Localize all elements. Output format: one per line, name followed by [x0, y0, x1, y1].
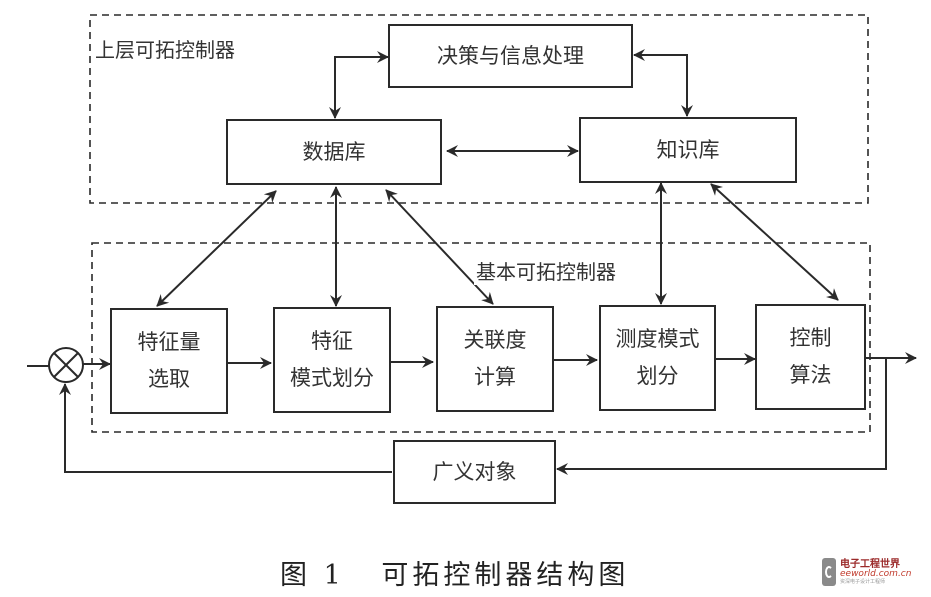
edge-output-plant [556, 358, 887, 475]
database-block: 数据库 [226, 119, 442, 185]
feature-select-block: 特征量 选取 [110, 308, 228, 414]
generalized-plant-block: 广义对象 [393, 440, 556, 504]
feature-select-line1: 特征量 [137, 330, 201, 355]
watermark-sub: 资深电子设计工程师 [840, 578, 886, 585]
measure-pattern-block: 测度模式 划分 [599, 305, 716, 411]
feature-pattern-line1: 特征 [311, 329, 353, 354]
eeworld-watermark: 电子工程世界 eeworld.com.cn 资深电子设计工程师 [822, 555, 927, 589]
figure-number: 图 1 [280, 560, 345, 591]
edge-database-correlation [385, 189, 494, 305]
decision-processing-label: 决策与信息处理 [437, 43, 584, 68]
feature-select-line2: 选取 [148, 367, 190, 391]
edge-decision-database [329, 51, 389, 119]
correlation-line1: 关联度 [463, 328, 527, 353]
generalized-plant-label: 广义对象 [432, 459, 517, 484]
correlation-block: 关联度 计算 [436, 306, 554, 412]
edge-plant-junction [59, 383, 392, 473]
measure-pattern-line2: 划分 [636, 364, 679, 388]
edge-decision-knowledge [633, 49, 693, 117]
control-algorithm-block: 控制 算法 [755, 304, 866, 410]
watermark-en: eeworld.com.cn [840, 568, 912, 579]
knowledge-base-label: 知识库 [656, 137, 720, 162]
upper-controller-region-border [89, 14, 869, 204]
control-algorithm-line1: 控制 [789, 326, 832, 351]
basic-controller-label: 基本可拓控制器 [474, 256, 618, 285]
edge-knowledge-control-algo [710, 183, 839, 301]
edge-database-feature-select [156, 190, 277, 307]
feature-pattern-block: 特征 模式划分 [273, 307, 391, 413]
eeworld-logo-icon [822, 558, 836, 586]
knowledge-base-block: 知识库 [579, 117, 797, 183]
summing-junction-icon [48, 347, 84, 383]
basic-controller-region-border [91, 242, 871, 433]
figure-caption: 图 1 可拓控制器结构图 [280, 553, 629, 592]
correlation-line2: 计算 [474, 365, 516, 389]
watermark-cn: 电子工程世界 [840, 558, 900, 570]
upper-controller-label: 上层可拓控制器 [93, 34, 237, 63]
database-label: 数据库 [302, 139, 366, 164]
measure-pattern-line1: 测度模式 [615, 327, 700, 352]
decision-processing-block: 决策与信息处理 [388, 24, 633, 88]
control-algorithm-line2: 算法 [789, 363, 832, 387]
feature-pattern-line2: 模式划分 [290, 366, 374, 390]
figure-title: 可拓控制器结构图 [381, 560, 630, 591]
